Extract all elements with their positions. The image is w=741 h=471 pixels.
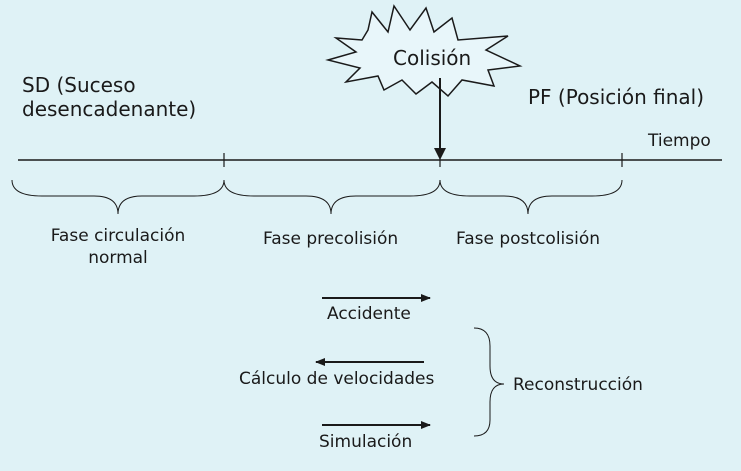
timeline-axis-label: Tiempo — [648, 131, 711, 151]
brace-phase-normal — [11, 179, 225, 215]
reconstruction-label: Reconstrucción — [513, 375, 643, 395]
brace-reconstruction — [473, 327, 505, 437]
collision-label: Colisión — [393, 46, 472, 70]
simulation-label: Simulación — [319, 432, 413, 452]
accident-label: Accidente — [327, 304, 411, 324]
phase-normal-label-line2: normal — [88, 248, 148, 268]
sd-label-line2: desencadenante) — [22, 97, 197, 121]
sd-label-line1: SD (Suceso — [22, 73, 136, 97]
brace-phase-precollision — [223, 179, 441, 215]
phase-precollision-label: Fase precolisión — [263, 229, 399, 249]
pf-label: PF (Posición final) — [528, 85, 704, 109]
phase-postcollision-label: Fase postcolisión — [456, 229, 601, 249]
phase-normal-label-line1: Fase circulación — [50, 226, 186, 246]
collision-starburst-icon — [325, 4, 523, 98]
brace-phase-postcollision — [439, 179, 623, 215]
speed-calc-label: Cálculo de velocidades — [239, 369, 435, 389]
